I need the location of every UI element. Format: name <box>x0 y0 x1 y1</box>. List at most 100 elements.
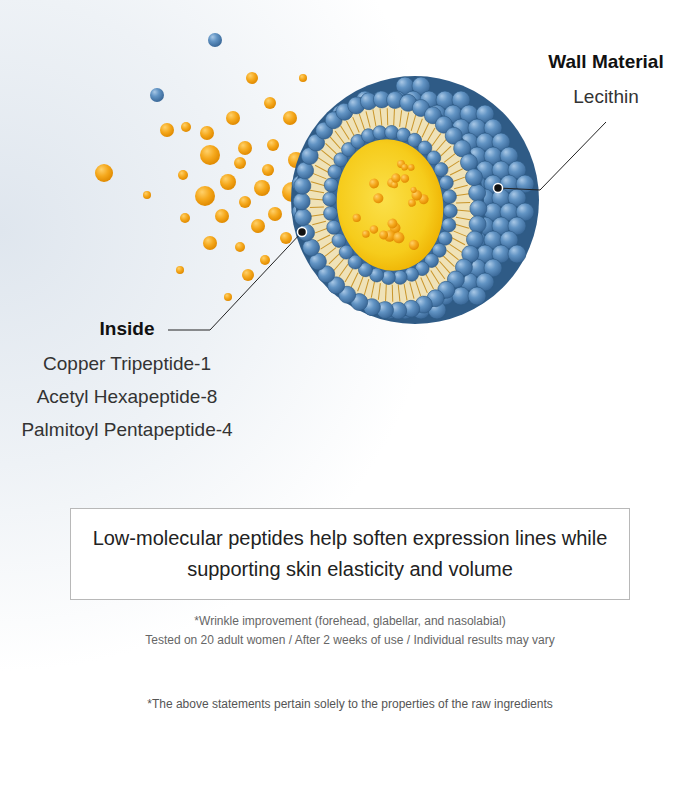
lecithin-head <box>323 205 339 221</box>
peptide-particle <box>95 164 113 182</box>
lecithin-head <box>469 199 488 218</box>
lipid-tail <box>415 119 425 134</box>
lipid-tail <box>383 284 388 301</box>
lipid-tail <box>435 140 448 151</box>
lipid-tail <box>390 285 394 302</box>
callout-text: Lecithin <box>573 86 639 109</box>
lipid-tail <box>456 201 470 204</box>
lipid-tail <box>421 277 428 294</box>
lipid-tail <box>439 146 452 156</box>
disclaimer: *The above statements pertain solely to … <box>147 697 553 711</box>
peptide-particle <box>280 232 292 244</box>
peptide-particle <box>238 141 252 155</box>
lipid-tail <box>321 149 333 162</box>
lipid-tail <box>439 260 449 274</box>
peptide-particle <box>181 122 191 132</box>
lipid-tail <box>455 194 469 196</box>
lipid-tail <box>410 282 414 299</box>
peptide-particle <box>235 242 245 252</box>
lecithin-head <box>468 183 487 202</box>
lipid-tail <box>452 177 466 182</box>
callout-heading: Wall Material <box>548 51 663 74</box>
peptide-particle <box>251 219 265 233</box>
lipid-tail <box>446 161 460 169</box>
liposome-shell <box>291 76 539 324</box>
peptide-particle <box>224 293 232 301</box>
lipid-tail <box>312 221 326 224</box>
peptide-particle <box>260 255 270 265</box>
peptide-particle <box>203 236 217 250</box>
lipid-tail <box>366 111 370 128</box>
lipid-tail <box>332 259 345 270</box>
core-peptide <box>373 193 384 204</box>
bilayer-gap <box>290 90 489 320</box>
peptide-particle <box>283 111 297 125</box>
leader-lines <box>168 122 606 330</box>
leader-dot <box>298 228 307 237</box>
leader-line <box>168 232 302 330</box>
ingredient-name: Acetyl Hexapeptide-8 <box>37 386 218 409</box>
liposome-cross-section <box>279 78 502 331</box>
lipid-tail <box>317 235 331 241</box>
peptide-particle <box>267 139 279 151</box>
lipid-tail <box>376 283 383 300</box>
core-peptide <box>387 218 398 229</box>
lipid-tail <box>330 136 340 150</box>
lipid-tail <box>385 108 389 125</box>
peptide-particle <box>246 72 258 84</box>
blue-particle <box>150 88 164 102</box>
lipid-tail <box>343 269 354 283</box>
lipid-tail <box>310 197 324 202</box>
lecithin-head <box>293 208 312 227</box>
leader-line <box>498 122 606 190</box>
lipid-tail <box>431 269 440 285</box>
lipid-tail <box>341 125 350 141</box>
claim-box: Low-molecular peptides help soften expre… <box>70 508 630 600</box>
core-peptide <box>379 230 389 240</box>
lipid-tail <box>335 130 345 145</box>
lipid-tail <box>443 153 457 162</box>
ingredient-name: Copper Tripeptide-1 <box>43 353 211 376</box>
peptide-particle <box>200 145 220 165</box>
footnote: *Wrinkle improvement (forehead, glabella… <box>194 614 505 628</box>
peptide-particle <box>226 111 240 125</box>
peptide-particle <box>254 180 270 196</box>
lipid-tail <box>449 243 462 254</box>
core-peptide <box>369 178 380 189</box>
lipid-tail <box>435 265 445 280</box>
cut-rim <box>281 81 498 329</box>
peptide-particle <box>264 97 276 109</box>
lipid-tail <box>323 248 337 257</box>
lipid-tail <box>415 280 420 297</box>
lipid-tail <box>425 128 436 142</box>
lipid-tail <box>320 241 334 249</box>
lipid-tail <box>452 236 465 246</box>
lipid-tail <box>349 273 359 287</box>
core-peptide <box>401 163 409 171</box>
lipid-tail <box>456 208 470 213</box>
peptide-particle <box>160 123 174 137</box>
lipid-tail <box>313 172 327 181</box>
lecithin-head <box>438 175 454 191</box>
core-peptide <box>410 186 417 193</box>
lipid-tail <box>379 109 382 126</box>
lipid-tail <box>443 255 454 269</box>
lipid-tail <box>398 285 401 302</box>
ingredient-name: Palmitoyl Pentapeptide-4 <box>21 419 232 442</box>
core-peptide <box>408 199 417 208</box>
core-peptide <box>393 231 406 244</box>
peptide-particle <box>299 74 307 82</box>
lecithin-head <box>442 203 458 219</box>
shell-base <box>291 76 539 324</box>
lipid-tail <box>310 206 324 209</box>
peptide-particle <box>268 207 282 221</box>
lipid-tail <box>346 120 354 136</box>
aqueous-core <box>328 132 451 277</box>
lecithin-head <box>464 168 483 187</box>
lipid-tail <box>456 215 470 221</box>
lecithin-head <box>322 191 338 207</box>
lipid-tail <box>369 281 377 297</box>
peptide-particle <box>242 269 254 281</box>
lipid-tail <box>359 113 364 130</box>
lipid-tail <box>447 249 459 262</box>
